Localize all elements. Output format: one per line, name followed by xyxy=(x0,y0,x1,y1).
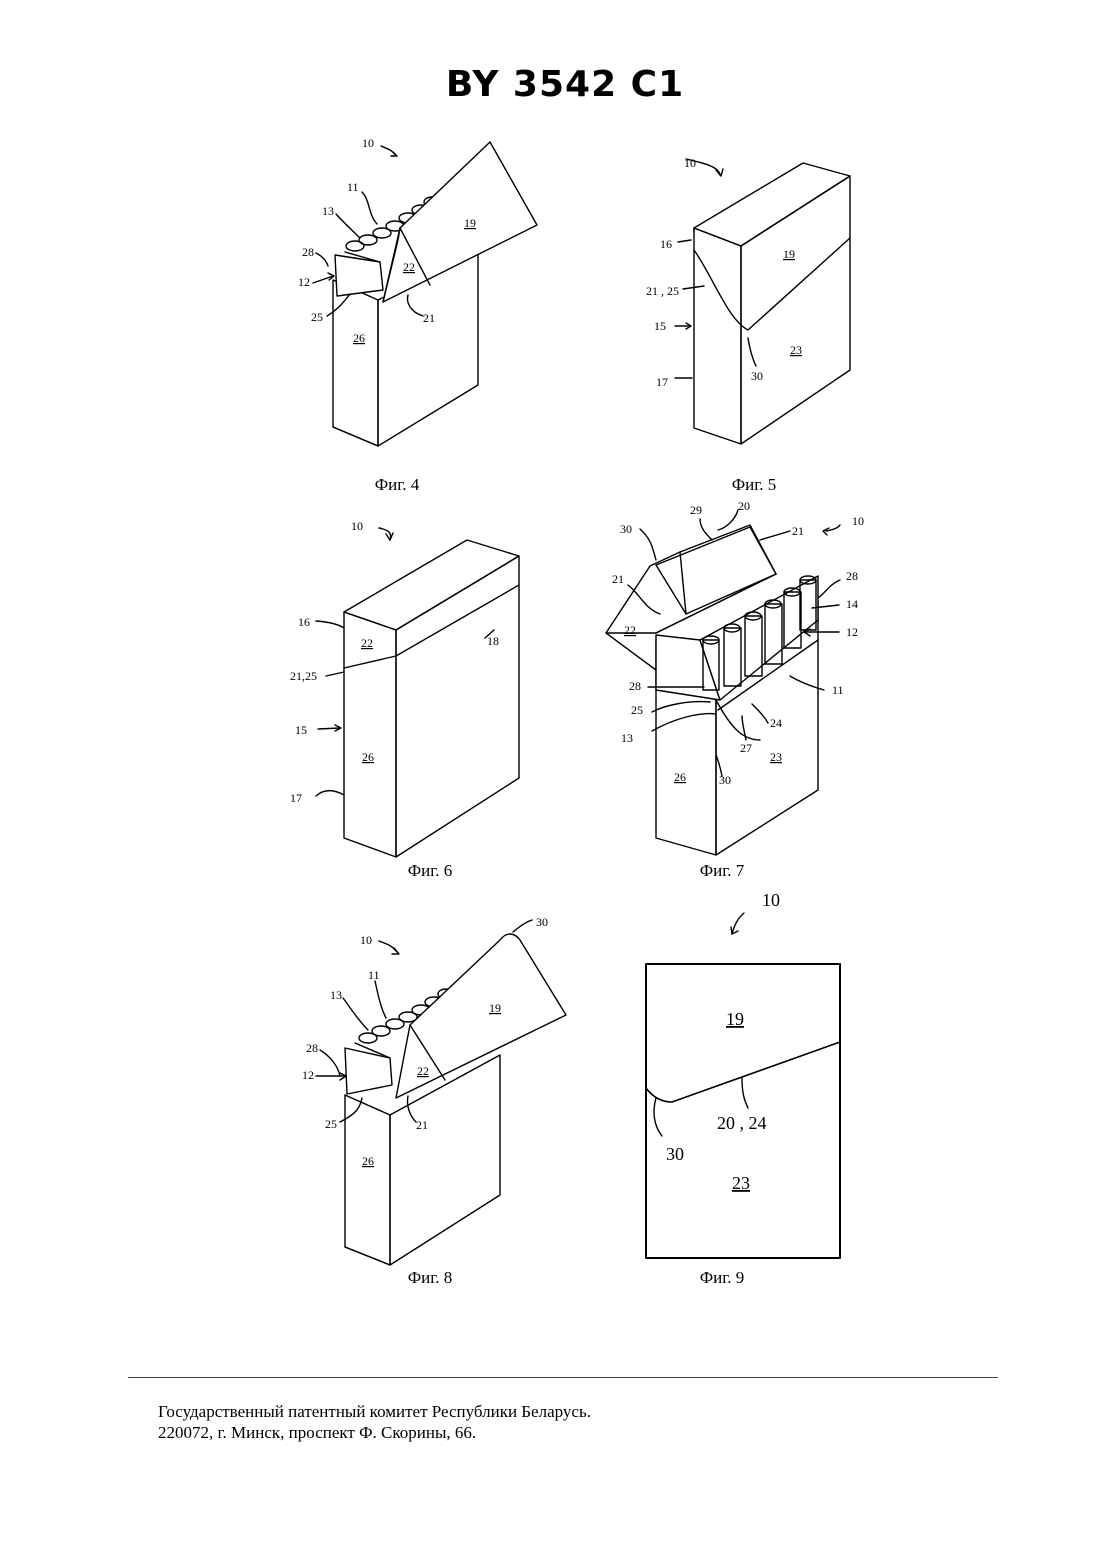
fig7-ref-30-top: 30 xyxy=(620,522,632,536)
fig7-ref-30-bottom: 30 xyxy=(719,773,731,787)
fig7-ref-12: 12 xyxy=(846,625,858,639)
fig4-ref-26: 26 xyxy=(353,331,365,345)
figure-8-drawing xyxy=(316,920,566,1265)
fig4-ref-21: 21 xyxy=(423,311,435,325)
fig4-ref-10: 10 xyxy=(362,136,374,150)
fig6-ref-16: 16 xyxy=(298,615,310,629)
fig6-ref-15: 15 xyxy=(295,723,307,737)
fig8-ref-19: 19 xyxy=(489,1001,501,1015)
fig4-ref-22: 22 xyxy=(403,260,415,274)
fig7-ref-22: 22 xyxy=(624,623,636,637)
fig4-ref-25: 25 xyxy=(311,310,323,324)
fig7-ref-11: 11 xyxy=(832,683,844,697)
figure-9-caption: Фиг. 9 xyxy=(662,1268,782,1288)
fig8-ref-21: 21 xyxy=(416,1118,428,1132)
fig5-ref-16: 16 xyxy=(660,237,672,251)
fig7-ref-26: 26 xyxy=(674,770,686,784)
figure-4-caption: Фиг. 4 xyxy=(337,475,457,495)
fig7-ref-10: 10 xyxy=(852,514,864,528)
fig7-ref-23: 23 xyxy=(770,750,782,764)
fig8-ref-28: 28 xyxy=(306,1041,318,1055)
fig7-ref-28-right: 28 xyxy=(846,569,858,583)
fig6-ref-18: 18 xyxy=(487,634,499,648)
fig8-ref-26: 26 xyxy=(362,1154,374,1168)
fig7-ref-21-left: 21 xyxy=(612,572,624,586)
figure-7-drawing xyxy=(606,510,840,855)
fig5-ref-15: 15 xyxy=(654,319,666,333)
fig8-ref-25: 25 xyxy=(325,1117,337,1131)
fig5-ref-30: 30 xyxy=(751,369,763,383)
fig5-ref-10: 10 xyxy=(684,156,696,170)
fig4-ref-28: 28 xyxy=(302,245,314,259)
fig7-ref-14: 14 xyxy=(846,597,858,611)
fig4-ref-12: 12 xyxy=(298,275,310,289)
fig7-ref-24: 24 xyxy=(770,716,782,730)
fig9-ref-19: 19 xyxy=(726,1009,744,1029)
fig7-ref-20: 20 xyxy=(738,499,750,513)
figure-9-drawing xyxy=(646,913,840,1258)
fig6-ref-17: 17 xyxy=(290,791,302,805)
fig6-ref-21-25: 21,25 xyxy=(290,669,317,683)
fig6-ref-26: 26 xyxy=(362,750,374,764)
figure-8-caption: Фиг. 8 xyxy=(370,1268,490,1288)
figure-7-caption: Фиг. 7 xyxy=(662,861,782,881)
fig7-ref-21-right: 21 xyxy=(792,524,804,538)
fig8-ref-12: 12 xyxy=(302,1068,314,1082)
figure-5-drawing xyxy=(675,159,850,444)
fig8-ref-13: 13 xyxy=(330,988,342,1002)
figure-6-caption: Фиг. 6 xyxy=(370,861,490,881)
fig8-ref-22: 22 xyxy=(417,1064,429,1078)
fig5-ref-21-25: 21 , 25 xyxy=(646,284,679,298)
fig6-ref-10: 10 xyxy=(351,519,363,533)
fig7-ref-25: 25 xyxy=(631,703,643,717)
fig5-ref-19: 19 xyxy=(783,247,795,261)
footer-line-2: 220072, г. Минск, проспект Ф. Скорины, 6… xyxy=(158,1423,476,1443)
fig8-ref-30: 30 xyxy=(536,915,548,929)
fig9-ref-30: 30 xyxy=(666,1144,684,1164)
fig8-ref-11: 11 xyxy=(368,968,380,982)
footer-divider xyxy=(128,1377,998,1378)
figure-6-drawing xyxy=(316,528,519,857)
fig9-ref-23: 23 xyxy=(732,1173,750,1193)
figure-5-caption: Фиг. 5 xyxy=(694,475,814,495)
fig9-ref-10: 10 xyxy=(762,890,780,910)
fig7-ref-27: 27 xyxy=(740,741,752,755)
fig4-ref-11: 11 xyxy=(347,180,359,194)
fig9-ref-20-24: 20 , 24 xyxy=(717,1113,767,1133)
fig4-ref-19: 19 xyxy=(464,216,476,230)
fig7-ref-13: 13 xyxy=(621,731,633,745)
footer-line-1: Государственный патентный комитет Респуб… xyxy=(158,1402,591,1422)
fig7-ref-29: 29 xyxy=(690,503,702,517)
fig7-ref-28-left: 28 xyxy=(629,679,641,693)
fig5-ref-17: 17 xyxy=(656,375,668,389)
fig5-ref-23: 23 xyxy=(790,343,802,357)
fig4-ref-13: 13 xyxy=(322,204,334,218)
fig6-ref-22: 22 xyxy=(361,636,373,650)
fig8-ref-10: 10 xyxy=(360,933,372,947)
